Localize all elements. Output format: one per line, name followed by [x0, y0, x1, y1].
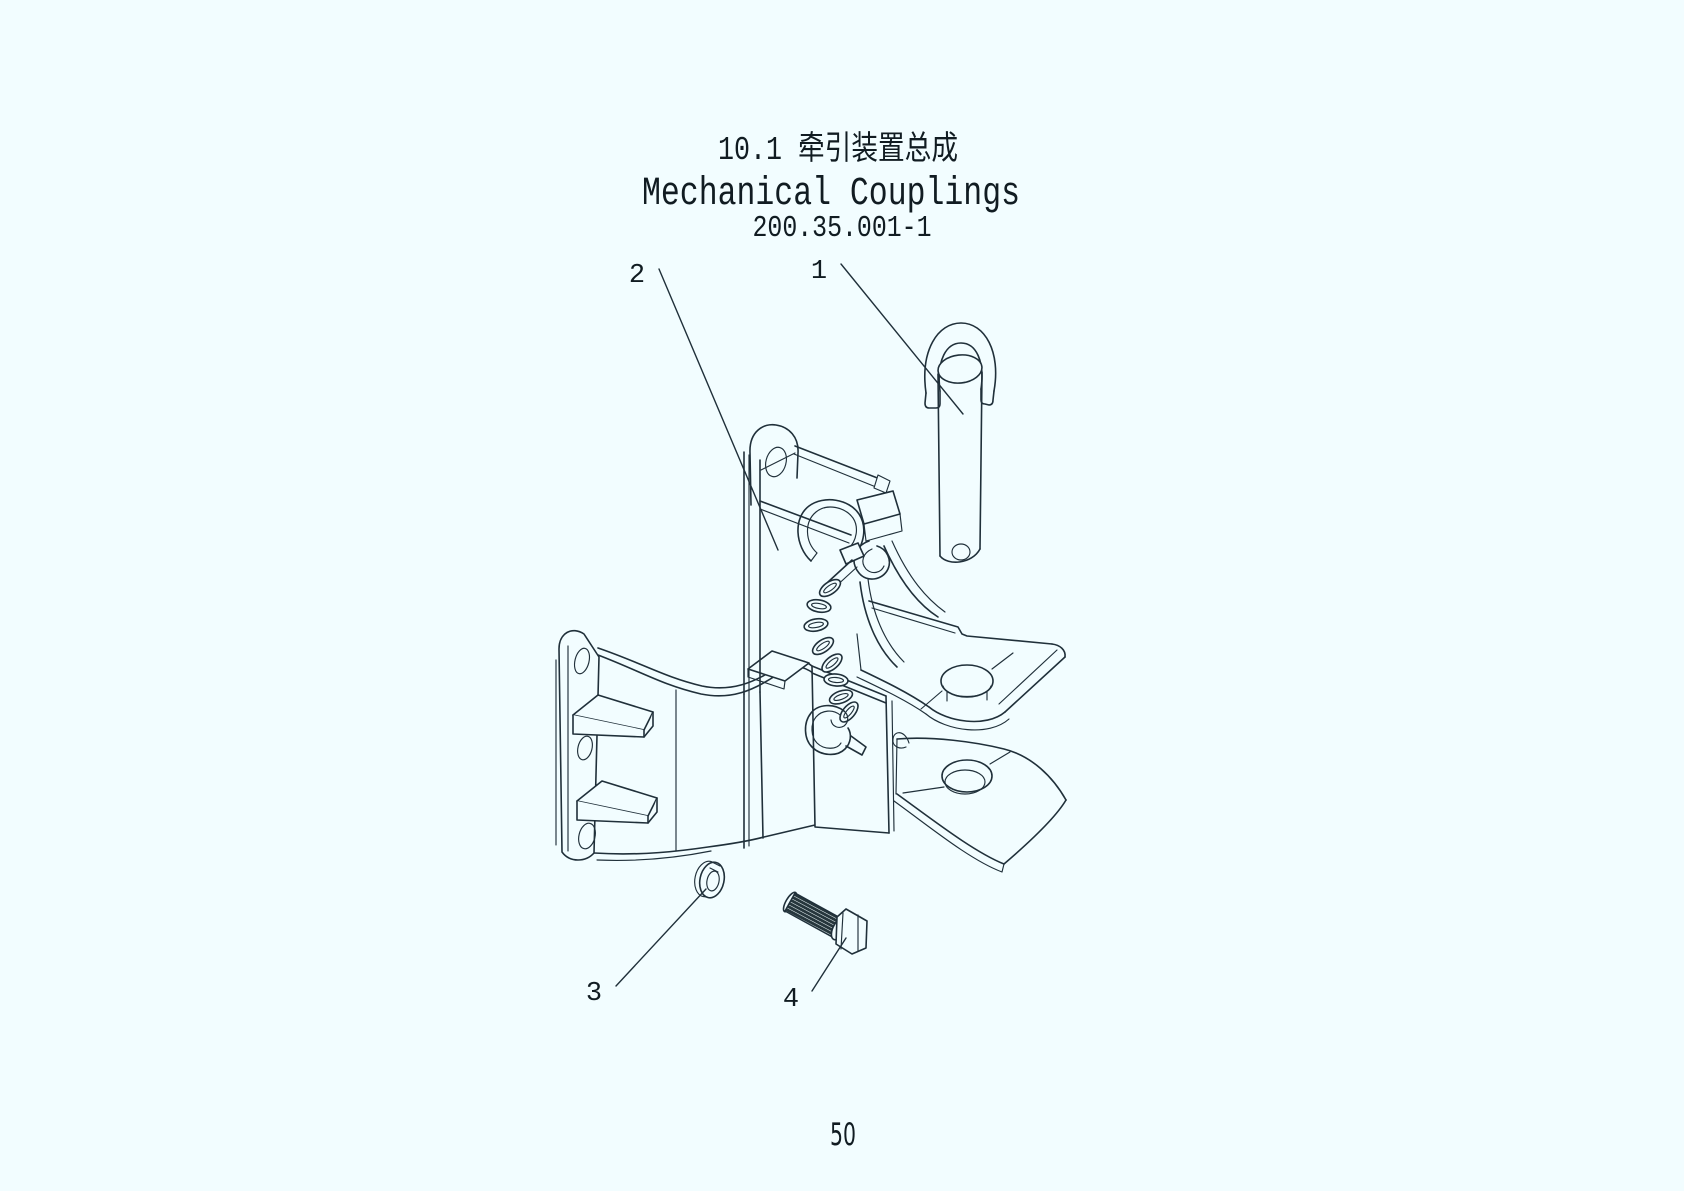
callout-4-label: 4: [783, 985, 799, 1015]
bracket-body-drawing: [555, 423, 1067, 873]
callout-labels: 1 2 3 4: [586, 257, 827, 1015]
lower-jaw-plate: [892, 732, 1067, 873]
leader-lines: [615, 263, 964, 992]
hex-bolt-drawing: [782, 891, 868, 955]
mounting-flange: [555, 629, 600, 861]
hitch-pin-drawing: [924, 322, 997, 563]
page-title-en: Mechanical Couplings: [642, 172, 1020, 217]
leader-line-3: [615, 888, 707, 987]
page-number: 50: [830, 1117, 856, 1153]
gusset-fins: [572, 694, 658, 824]
title-block: 10.1 牵引装置总成 Mechanical Couplings 200.35.…: [642, 130, 1020, 246]
keeper-clip-drawing: [804, 704, 867, 756]
callout-2-label: 2: [629, 261, 645, 291]
callout-1-label: 1: [811, 257, 827, 287]
page-title-zh: 10.1 牵引装置总成: [718, 130, 958, 169]
callout-3-label: 3: [586, 979, 602, 1009]
linch-pin-drawing: [797, 498, 865, 591]
leader-line-2: [658, 268, 779, 551]
leader-line-1: [840, 263, 964, 415]
leader-line-4: [811, 937, 847, 992]
retaining-chain: [803, 578, 859, 723]
drawing-number: 200.35.001-1: [753, 211, 932, 246]
upper-jaw-plate: [856, 600, 1066, 731]
